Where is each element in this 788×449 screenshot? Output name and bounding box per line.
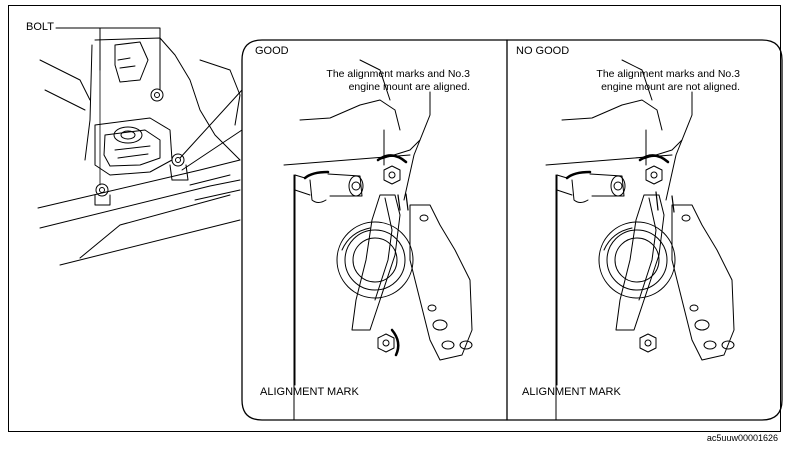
alignment-mark-label-nogood: ALIGNMENT MARK [522, 386, 621, 398]
nogood-caption: The alignment marks and No.3 engine moun… [570, 68, 740, 94]
bolt-bottom [95, 183, 109, 197]
bolt-right [171, 153, 185, 167]
figure-code: ac5uuw00001626 [706, 433, 778, 443]
figure-frame [8, 5, 781, 432]
good-caption: The alignment marks and No.3 engine moun… [300, 68, 470, 94]
callout-outline [241, 39, 783, 421]
nogood-panel-title: NO GOOD [516, 45, 570, 57]
alignment-mark-label-good: ALIGNMENT MARK [260, 386, 359, 398]
good-mount-illustration [283, 59, 473, 421]
nogood-mount-illustration [545, 59, 735, 421]
nogood-caption-line1: The alignment marks and No.3 [596, 68, 740, 80]
bolt-label: BOLT [26, 21, 54, 33]
bolt-leader-1 [55, 27, 101, 71]
good-caption-line1: The alignment marks and No.3 [326, 68, 470, 80]
nogood-caption-line2: engine mount are not aligned. [601, 81, 740, 93]
bolt-top [150, 88, 164, 102]
overview-illustration [37, 27, 243, 266]
good-caption-line2: engine mount are aligned. [348, 81, 470, 93]
good-panel-title: GOOD [255, 45, 289, 57]
